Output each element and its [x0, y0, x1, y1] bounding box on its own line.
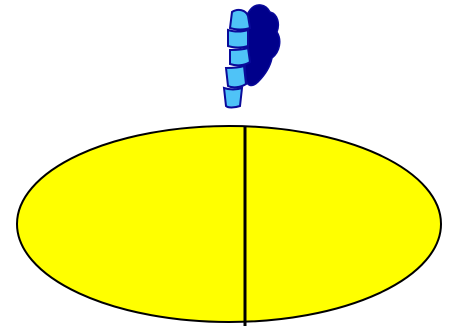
pointing-hand-icon — [224, 5, 280, 108]
yellow-disk — [17, 126, 441, 322]
